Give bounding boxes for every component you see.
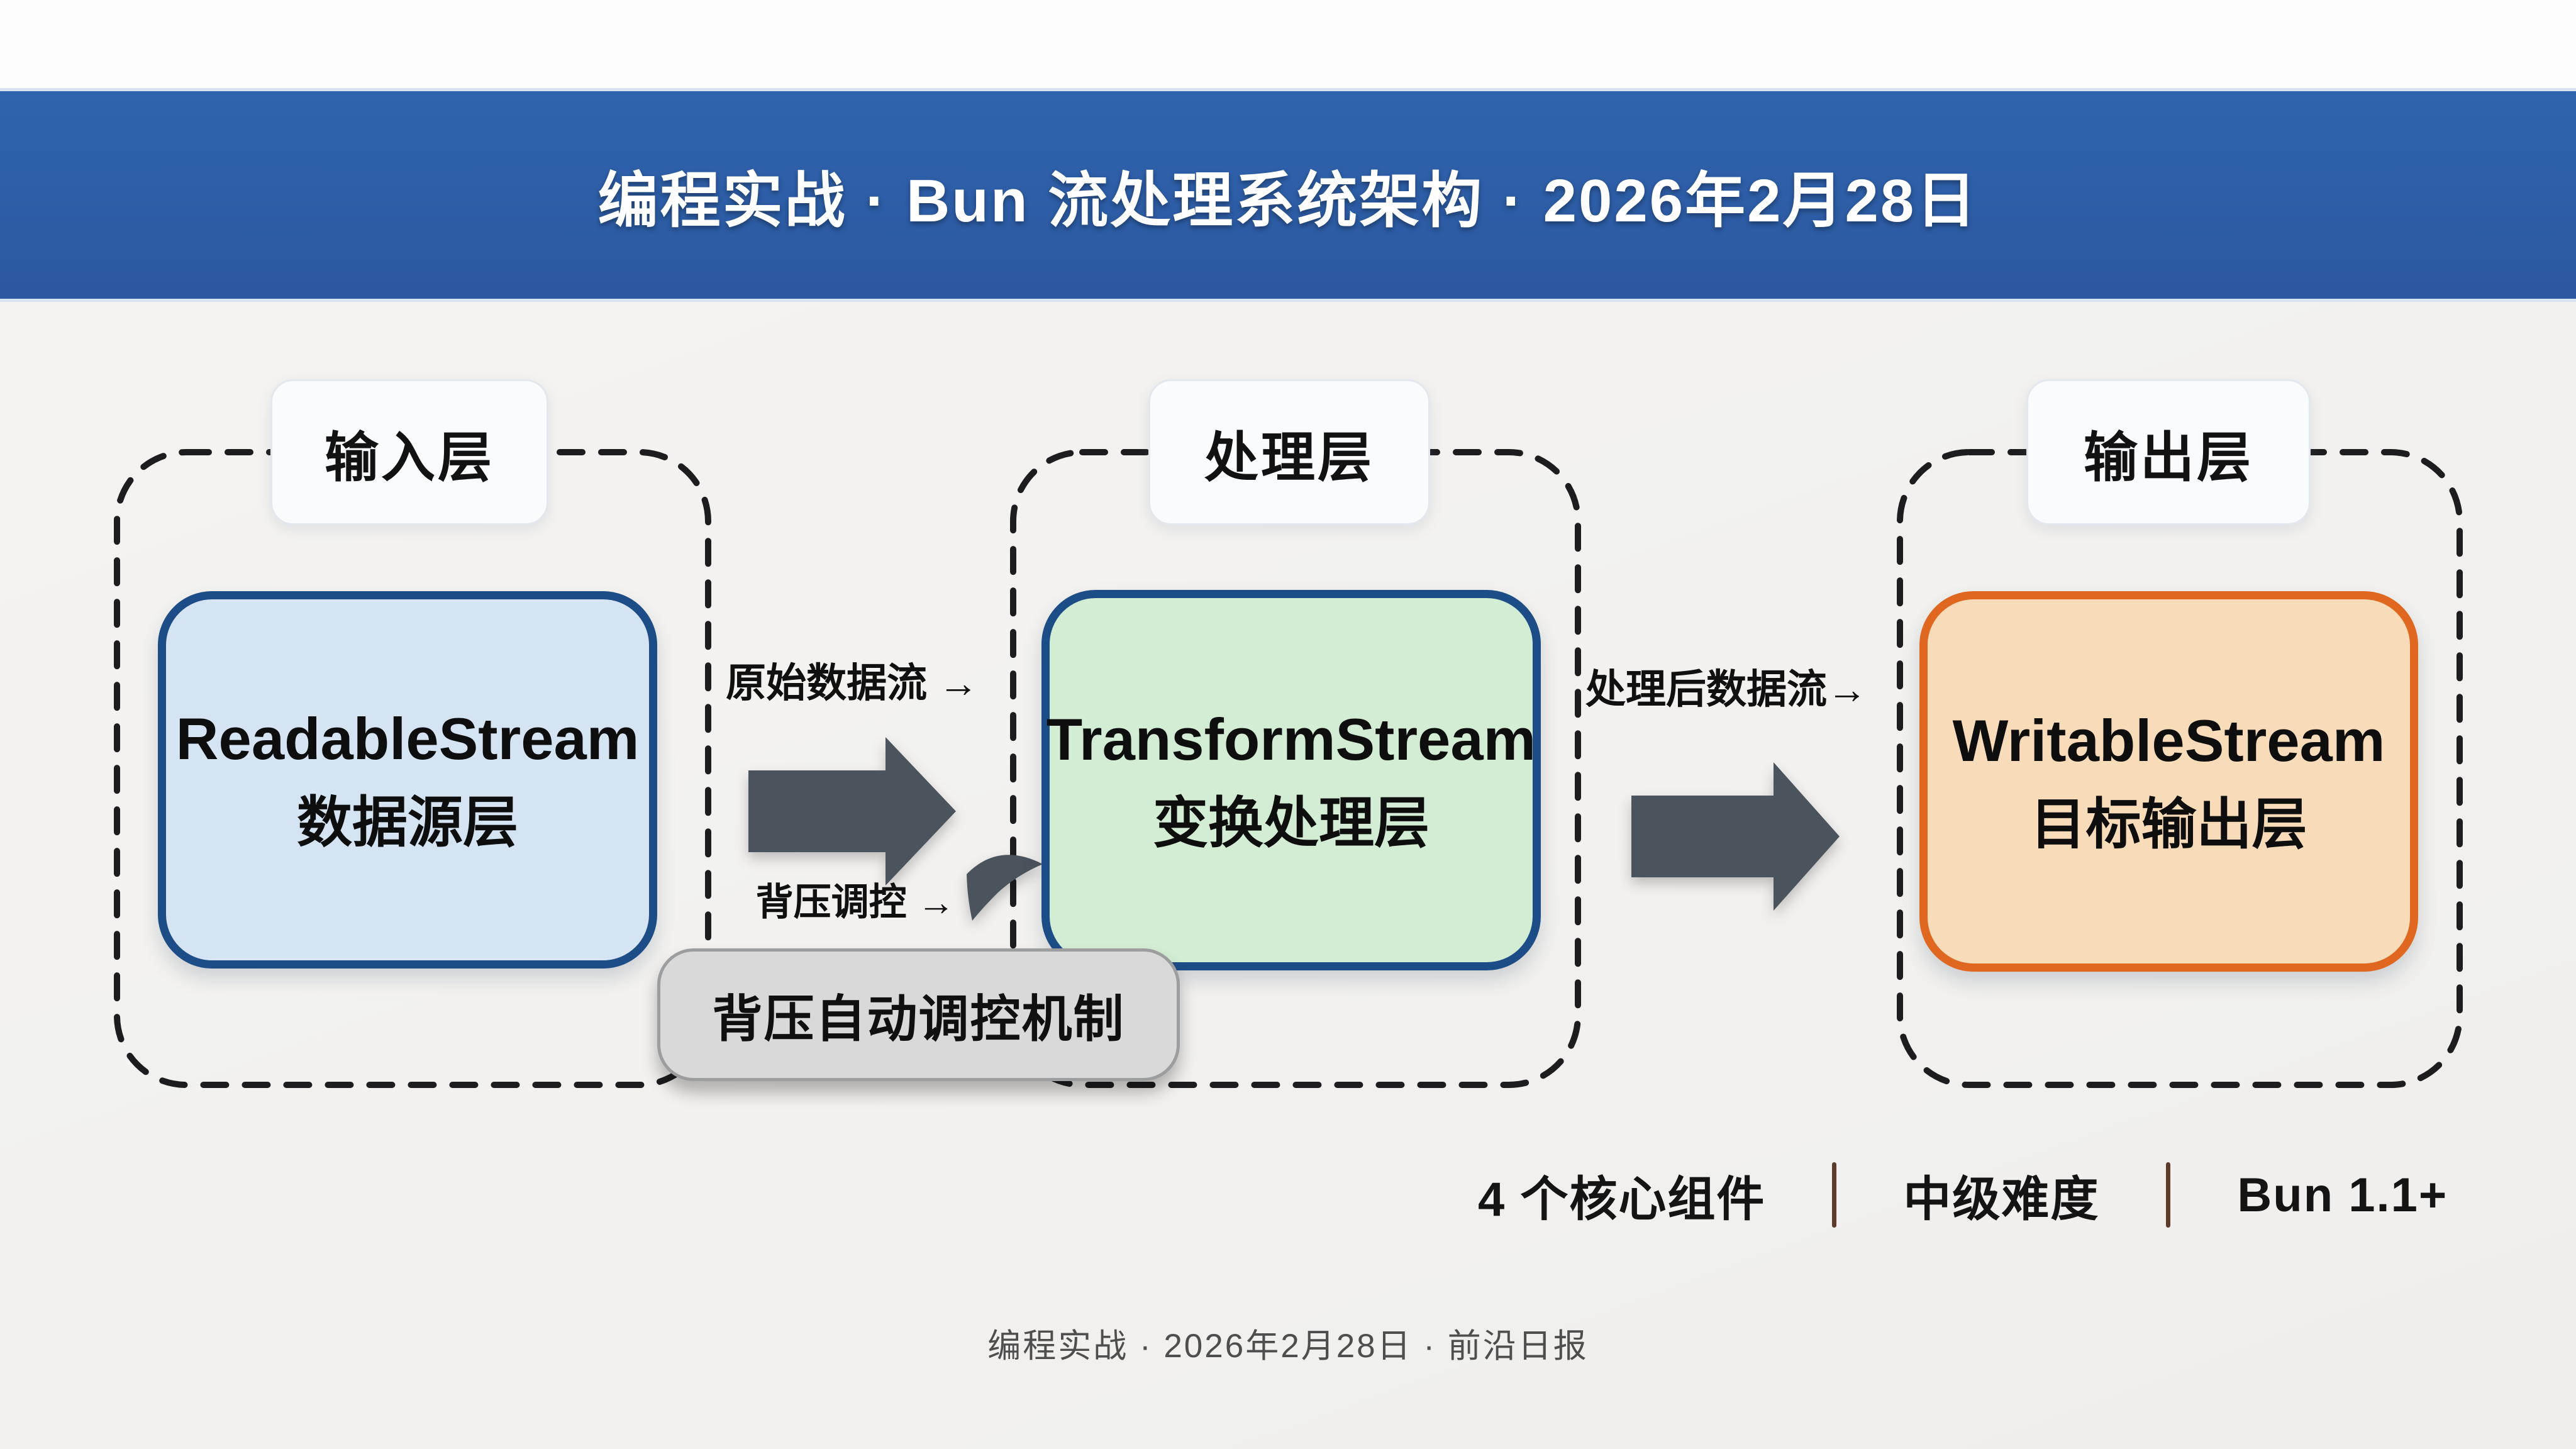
node-readable-subtitle: 数据源层 <box>296 791 518 854</box>
backpressure-mechanism-box: 背压自动调控机制 <box>657 948 1180 1081</box>
raw-data-flow-label: 原始数据流 → <box>726 660 979 706</box>
stat-difficulty: 中级难度 <box>1903 1173 2100 1226</box>
footer-caption: 编程实战 · 2026年2月28日 · 前沿日报 <box>987 1328 1589 1365</box>
backpressure-flow-label: 背压调控 → <box>755 881 955 923</box>
node-transform-subtitle: 变换处理层 <box>1152 791 1430 854</box>
group-label-input-text: 输入层 <box>325 427 494 488</box>
top-margin-strip <box>0 0 2576 88</box>
group-label-output: 输出层 <box>2026 379 2311 525</box>
group-label-input: 输入层 <box>270 379 548 525</box>
stat-version: Bun 1.1+ <box>2237 1168 2448 1222</box>
group-label-process: 处理层 <box>1148 379 1430 525</box>
title-banner: 编程实战 · Bun 流处理系统架构 · 2026年2月28日 <box>0 88 2576 302</box>
group-label-process-text: 处理层 <box>1204 427 1374 488</box>
node-transform-title: TransformStream <box>1046 706 1536 772</box>
processed-data-flow-label: 处理后数据流→ <box>1585 667 1867 712</box>
backpressure-swoosh-arrow <box>967 855 1043 921</box>
page-title: 编程实战 · Bun 流处理系统架构 · 2026年2月28日 <box>597 167 1979 235</box>
node-writable-title: WritableStream <box>1952 707 2385 774</box>
node-writable-subtitle: 目标输出层 <box>2030 792 2307 855</box>
node-transform-stream: TransformStream 变换处理层 <box>1041 590 1541 970</box>
stat-components: 4 个核心组件 <box>1478 1173 1766 1226</box>
node-writable-stream: WritableStream 目标输出层 <box>1919 591 2418 972</box>
stats-row: 4 个核心组件 中级难度 Bun 1.1+ <box>1478 1157 2448 1233</box>
stat-divider-1 <box>1832 1162 1837 1228</box>
node-readable-title: ReadableStream <box>175 706 640 772</box>
stat-divider-2 <box>2166 1162 2171 1228</box>
backpressure-mechanism-text: 背压自动调控机制 <box>712 991 1125 1047</box>
node-readable-stream: ReadableStream 数据源层 <box>158 591 657 969</box>
processed-data-flow-arrow <box>1631 762 1840 911</box>
raw-data-flow-arrow <box>748 737 956 886</box>
group-label-output-text: 输出层 <box>2084 427 2253 488</box>
